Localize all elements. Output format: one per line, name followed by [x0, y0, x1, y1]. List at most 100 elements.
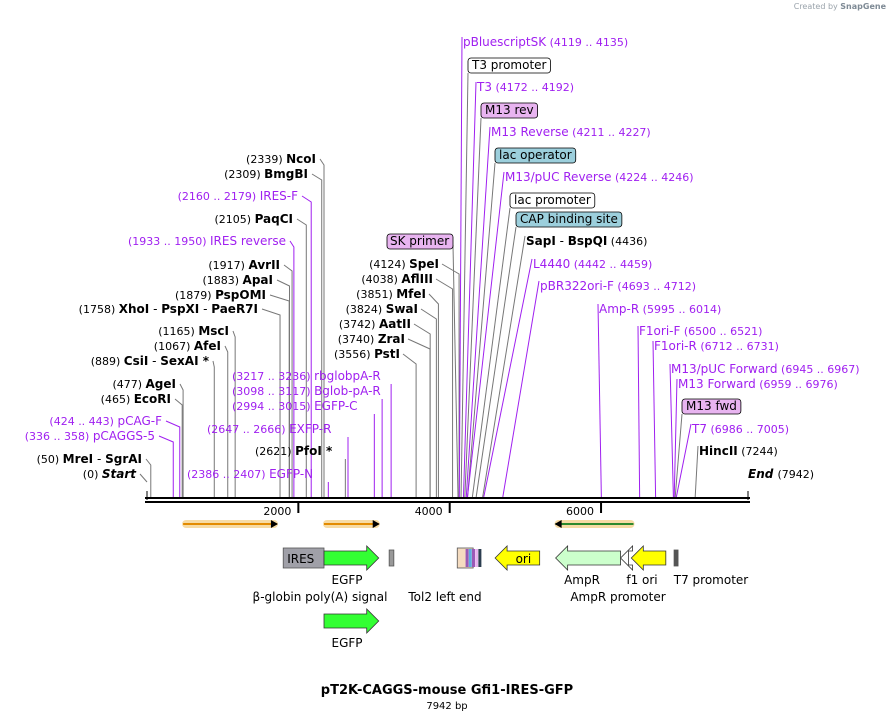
primer-f1ori-r-text: F1ori-R (6712 .. 6731) [654, 339, 779, 353]
primer-rbglobpa-r[interactable]: (3217 .. 3236) rbglobpA-R [232, 369, 381, 383]
primer-exfp-r-text: (2647 .. 2666) EXFP-R [207, 422, 331, 436]
primer-pbluescriptsk[interactable]: pBluescriptSK (4119 .. 4135) [463, 35, 628, 49]
primer-bglob-pa-r[interactable]: (3098 .. 3117) Bglob-pA-R [232, 384, 381, 398]
orf-arrow-1[interactable] [182, 520, 278, 528]
primer-pbr322ori-f-leader [502, 280, 540, 498]
primer-sk-primer[interactable]: SK primer [386, 233, 454, 250]
orf-arrow-3[interactable] [554, 520, 635, 528]
site-avrii[interactable]: (1917) AvrII [208, 258, 280, 272]
site-csii[interactable]: (889) CsiI - SexAI * [91, 354, 210, 368]
primer-ires-f-part: (2160 .. 2179) [178, 190, 260, 203]
primer-t7-coord: (6986 .. 7005) [707, 423, 789, 436]
site-agei[interactable]: (477) AgeI [112, 377, 176, 391]
feature-t7-promoter-caption: T7 promoter [673, 573, 749, 587]
feature-egfp-2[interactable]: EGFP [323, 608, 380, 650]
site-swai-leader [420, 308, 437, 497]
site-mrei[interactable]: (50) MreI - SgrAI [37, 452, 142, 466]
feature-ampr-caption: AmpR [564, 573, 600, 587]
primer-egfp-c[interactable]: (2994 .. 3015) EGFP-C [232, 399, 358, 413]
site-xhoi[interactable]: (1758) XhoI - PspXI - PaeR7I [79, 302, 258, 316]
site-sapi-label: SapI [526, 234, 556, 248]
site-mfei[interactable]: (3851) MfeI [356, 287, 426, 301]
feature-lac-promoter[interactable]: lac promoter [509, 192, 596, 209]
primer-m13-forward[interactable]: M13 Forward (6959 .. 6976) [678, 377, 838, 391]
primer-t7[interactable]: T7 (6986 .. 7005) [691, 422, 789, 436]
feature-ampr[interactable]: AmpR [555, 545, 621, 587]
primer-m13-forward-text: M13 Forward (6959 .. 6976) [678, 377, 838, 391]
site-zrai-coord: (3740) [338, 333, 378, 346]
site-pfoi-text: (2621) PfoI * [255, 444, 333, 458]
site-msci[interactable]: (1165) MscI [158, 324, 229, 338]
feature-f1-ori-caption: f1 ori [626, 573, 657, 587]
primer-amp-r[interactable]: Amp-R (5995 .. 6014) [599, 302, 721, 316]
primer-ires-reverse[interactable]: (1933 .. 1950) IRES reverse [128, 234, 286, 248]
site-mfei-text: (3851) MfeI [356, 287, 426, 301]
primer-m13-puc-reverse-label: M13/pUC Reverse [505, 170, 612, 184]
primer-m13-reverse[interactable]: M13 Reverse (4211 .. 4227) [491, 125, 651, 139]
primer-m13-puc-reverse[interactable]: M13/pUC Reverse (4224 .. 4246) [505, 170, 694, 184]
site-swai[interactable]: (3824) SwaI [346, 302, 418, 316]
site-mrei-leader [145, 458, 152, 497]
primer-ires-reverse-leader [289, 240, 295, 497]
primer-l4440[interactable]: L4440 (4442 .. 4459) [533, 257, 652, 271]
site-spei[interactable]: (4124) SpeI [369, 257, 439, 271]
feature-beta-globin-polya-caption: β-globin poly(A) signal [253, 590, 388, 604]
site-paqci[interactable]: (2105) PaqCI [214, 212, 293, 226]
feature-lac-operator[interactable]: lac operator [494, 147, 577, 164]
site-sapi-dash: - [556, 234, 568, 248]
primer-pcag-f[interactable]: (424 .. 443) pCAG-F [49, 414, 162, 428]
primer-f1ori-f[interactable]: F1ori-F (6500 .. 6521) [639, 324, 762, 338]
site-msci-part: (1165) [158, 325, 198, 338]
primer-m13-puc-forward[interactable]: M13/pUC Forward (6945 .. 6967) [671, 362, 860, 376]
tol2-mark-segment [478, 549, 482, 567]
feature-beta-globin-polya[interactable]: β-globin poly(A) signal [253, 549, 395, 604]
feature-egfp-1-caption: EGFP [331, 573, 362, 587]
feature-ampr-promoter[interactable]: AmpR promoter [570, 545, 666, 604]
site-hincii[interactable]: HincII (7244) [699, 444, 778, 458]
site-mrei-part: MreI [63, 452, 93, 466]
feature-t7-promoter[interactable]: T7 promoter [673, 549, 749, 587]
primer-pbr322ori-f[interactable]: pBR322ori-F (4693 .. 4712) [540, 279, 696, 293]
primer-pcaggs-5[interactable]: (336 .. 358) pCAGGS-5 [25, 429, 155, 443]
primer-pcag-f-part: pCAG-F [117, 414, 162, 428]
site-xhoi-part: XhoI [119, 302, 150, 316]
primer-m13-reverse-leader [465, 126, 491, 498]
site-sapi[interactable]: SapI - BspQI (4436) [526, 234, 647, 248]
site-zrai[interactable]: (3740) ZraI [338, 332, 405, 346]
site-apai-part: ApaI [243, 273, 273, 287]
site-psti[interactable]: (3556) PstI [334, 347, 400, 361]
orf-arrow-2[interactable] [323, 520, 380, 528]
site-afliii-label: AflIII [401, 272, 433, 286]
site-aatii[interactable]: (3742) AatII [339, 317, 411, 331]
site-afei-text: (1067) AfeI [154, 339, 221, 353]
site-ecori[interactable]: (465) EcoRI [101, 392, 171, 406]
site-psti-leader [402, 353, 417, 497]
feature-m13-rev[interactable]: M13 rev [480, 102, 538, 119]
site-csii-text: (889) CsiI - SexAI * [91, 354, 210, 368]
site-pspomi[interactable]: (1879) PspOMI [175, 288, 266, 302]
primer-m13-puc-forward-leader [669, 363, 674, 498]
site-afei[interactable]: (1067) AfeI [154, 339, 221, 353]
feature-m13-fwd[interactable]: M13 fwd [681, 398, 742, 415]
site-ecori-part: EcoRI [134, 392, 171, 406]
primer-egfp-n[interactable]: (2386 .. 2407) EGFP-N [187, 467, 313, 481]
primer-exfp-r[interactable]: (2647 .. 2666) EXFP-R [207, 422, 331, 436]
site-bmgbi[interactable]: (2309) BmgBI [224, 167, 308, 181]
primer-f1ori-r[interactable]: F1ori-R (6712 .. 6731) [654, 339, 779, 353]
primer-ires-f[interactable]: (2160 .. 2179) IRES-F [178, 189, 298, 203]
primer-t3[interactable]: T3 (4172 .. 4192) [476, 80, 574, 94]
feature-ires[interactable]: IRES [282, 547, 325, 569]
site-ncoi[interactable]: (2339) NcoI [246, 152, 316, 166]
site-msci-part: MscI [198, 324, 229, 338]
feature-egfp-1[interactable]: EGFP [323, 545, 380, 587]
site-pfoi[interactable]: (2621) PfoI * [255, 444, 333, 458]
feature-ori[interactable]: ori [494, 545, 541, 571]
feature-f1-ori[interactable]: f1 ori [626, 545, 667, 587]
primer-egfp-n-label: EGFP-N [269, 467, 313, 481]
site-afliii[interactable]: (4038) AflIII [361, 272, 433, 286]
primer-ires-reverse-part: (1933 .. 1950) [128, 235, 210, 248]
site-apai[interactable]: (1883) ApaI [202, 273, 273, 287]
feature-cap-binding-site[interactable]: CAP binding site [515, 211, 623, 228]
site-sapi-label2: BspQI [568, 234, 608, 248]
feature-t3-promoter[interactable]: T3 promoter [467, 57, 551, 74]
